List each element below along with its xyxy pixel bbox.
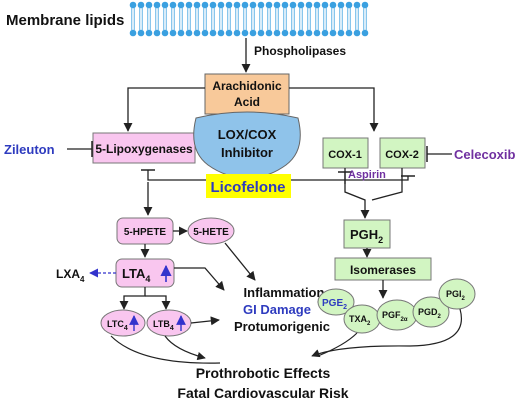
inhibitor-label: Inhibitor <box>221 145 273 160</box>
prothrombotic-label: Prothrobotic Effects <box>196 365 331 381</box>
licofelone-label: Licofelone <box>210 179 285 196</box>
arrow-lta4-to-ltc4 <box>119 287 146 310</box>
inflammation-label: Inflammation <box>244 285 325 300</box>
arrow-lta4-to-ltb4 <box>145 295 171 310</box>
licofelone-inhibit-line-right <box>291 176 409 181</box>
fatal-cv-risk-label: Fatal Cardiovascular Risk <box>177 385 348 401</box>
membrane-lipids-label: Membrane lipids <box>6 12 124 29</box>
acid-label: Acid <box>234 95 260 109</box>
lox-cox-label: LOX/COX <box>218 127 277 142</box>
arrow-cox1-to-pgh2 <box>344 168 370 219</box>
arrow-lta4-to-inflammation <box>174 267 225 291</box>
pgf2a-label: PGF2α <box>382 310 408 323</box>
pge2-label: PGE2 <box>322 298 347 311</box>
pge2-ellipse <box>317 288 355 316</box>
hpete-label: 5-HPETE <box>124 227 167 238</box>
arachidonic-acid-box <box>204 73 290 115</box>
lipoxygenases-label: 5-Lipoxygenases <box>95 142 193 156</box>
lxa4-label: LXA4 <box>56 267 85 284</box>
arachidonic-label: Arachidonic <box>212 79 282 93</box>
pgd2-ellipse <box>412 296 450 328</box>
licofelone-inhibit-line-left <box>147 170 206 181</box>
membrane-bilayer-icon <box>129 1 369 37</box>
ltc4-label: LTC4 <box>107 319 128 332</box>
cox1-label: COX-1 <box>328 149 362 161</box>
lta4-label: LTA4 <box>122 266 150 284</box>
pgi2-ellipse <box>438 278 476 310</box>
lipoxygenases-box <box>92 132 196 164</box>
pgh2-label: PGH2 <box>350 227 383 245</box>
protumorigenic-label: Protumorigenic <box>234 319 330 334</box>
aspirin-label: Aspirin <box>348 169 386 181</box>
zileuton-label: Zileuton <box>4 142 55 157</box>
arrow-aa-to-cox <box>289 87 379 132</box>
cox2-box <box>379 137 426 169</box>
cox2-label: COX-2 <box>385 149 419 161</box>
ltb4-label: LTB4 <box>153 319 174 332</box>
arrow-aa-to-lox <box>123 87 205 132</box>
pgd2-label: PGD2 <box>418 307 442 320</box>
arrow-txa2-to-prothrombotic <box>317 332 358 357</box>
isomerases-label: Isomerases <box>350 263 416 277</box>
phospholipases-label: Phospholipases <box>254 44 346 58</box>
arrow-pgi2-to-prothrombotic <box>311 308 462 358</box>
gi-damage-label: GI Damage <box>243 302 311 317</box>
hete-ellipse <box>187 217 235 245</box>
licofelone-box <box>206 174 291 198</box>
arrow-ltc4-to-prothrombotic <box>110 335 221 364</box>
arrow-ltb4-to-inflammation <box>190 316 220 326</box>
arrow-cox2-to-pgh2 <box>371 168 403 201</box>
arrow-ltb4-to-prothrombotic <box>164 335 206 361</box>
lox-cox-inhibitor-shape <box>193 111 301 179</box>
pgh2-box <box>343 219 391 249</box>
pgi2-label: PGI2 <box>446 289 466 302</box>
arrow-hete-to-inflammation <box>224 242 256 281</box>
txa2-label: TXA2 <box>349 314 371 327</box>
celecoxib-label: Celecoxib <box>454 147 515 162</box>
hete-label: 5-HETE <box>193 227 229 238</box>
